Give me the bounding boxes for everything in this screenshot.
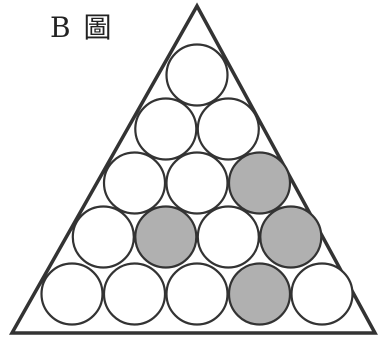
circle-unshaded xyxy=(102,262,167,326)
circle-shaded xyxy=(227,262,292,326)
circle-shaded xyxy=(259,205,323,269)
circle-unshaded xyxy=(71,205,135,269)
circle-unshaded xyxy=(196,97,260,161)
figure-caption: B 圖 xyxy=(50,11,114,44)
circle-unshaded xyxy=(165,262,229,326)
circle-unshaded xyxy=(165,43,229,107)
circle-unshaded xyxy=(134,97,198,161)
circle-group xyxy=(40,43,354,326)
circle-unshaded xyxy=(196,205,260,269)
circle-shaded xyxy=(134,205,198,269)
circle-unshaded xyxy=(290,262,354,326)
circle-unshaded xyxy=(165,151,229,215)
circle-shaded xyxy=(227,151,292,215)
circle-unshaded xyxy=(102,151,167,215)
circle-unshaded xyxy=(40,262,104,326)
